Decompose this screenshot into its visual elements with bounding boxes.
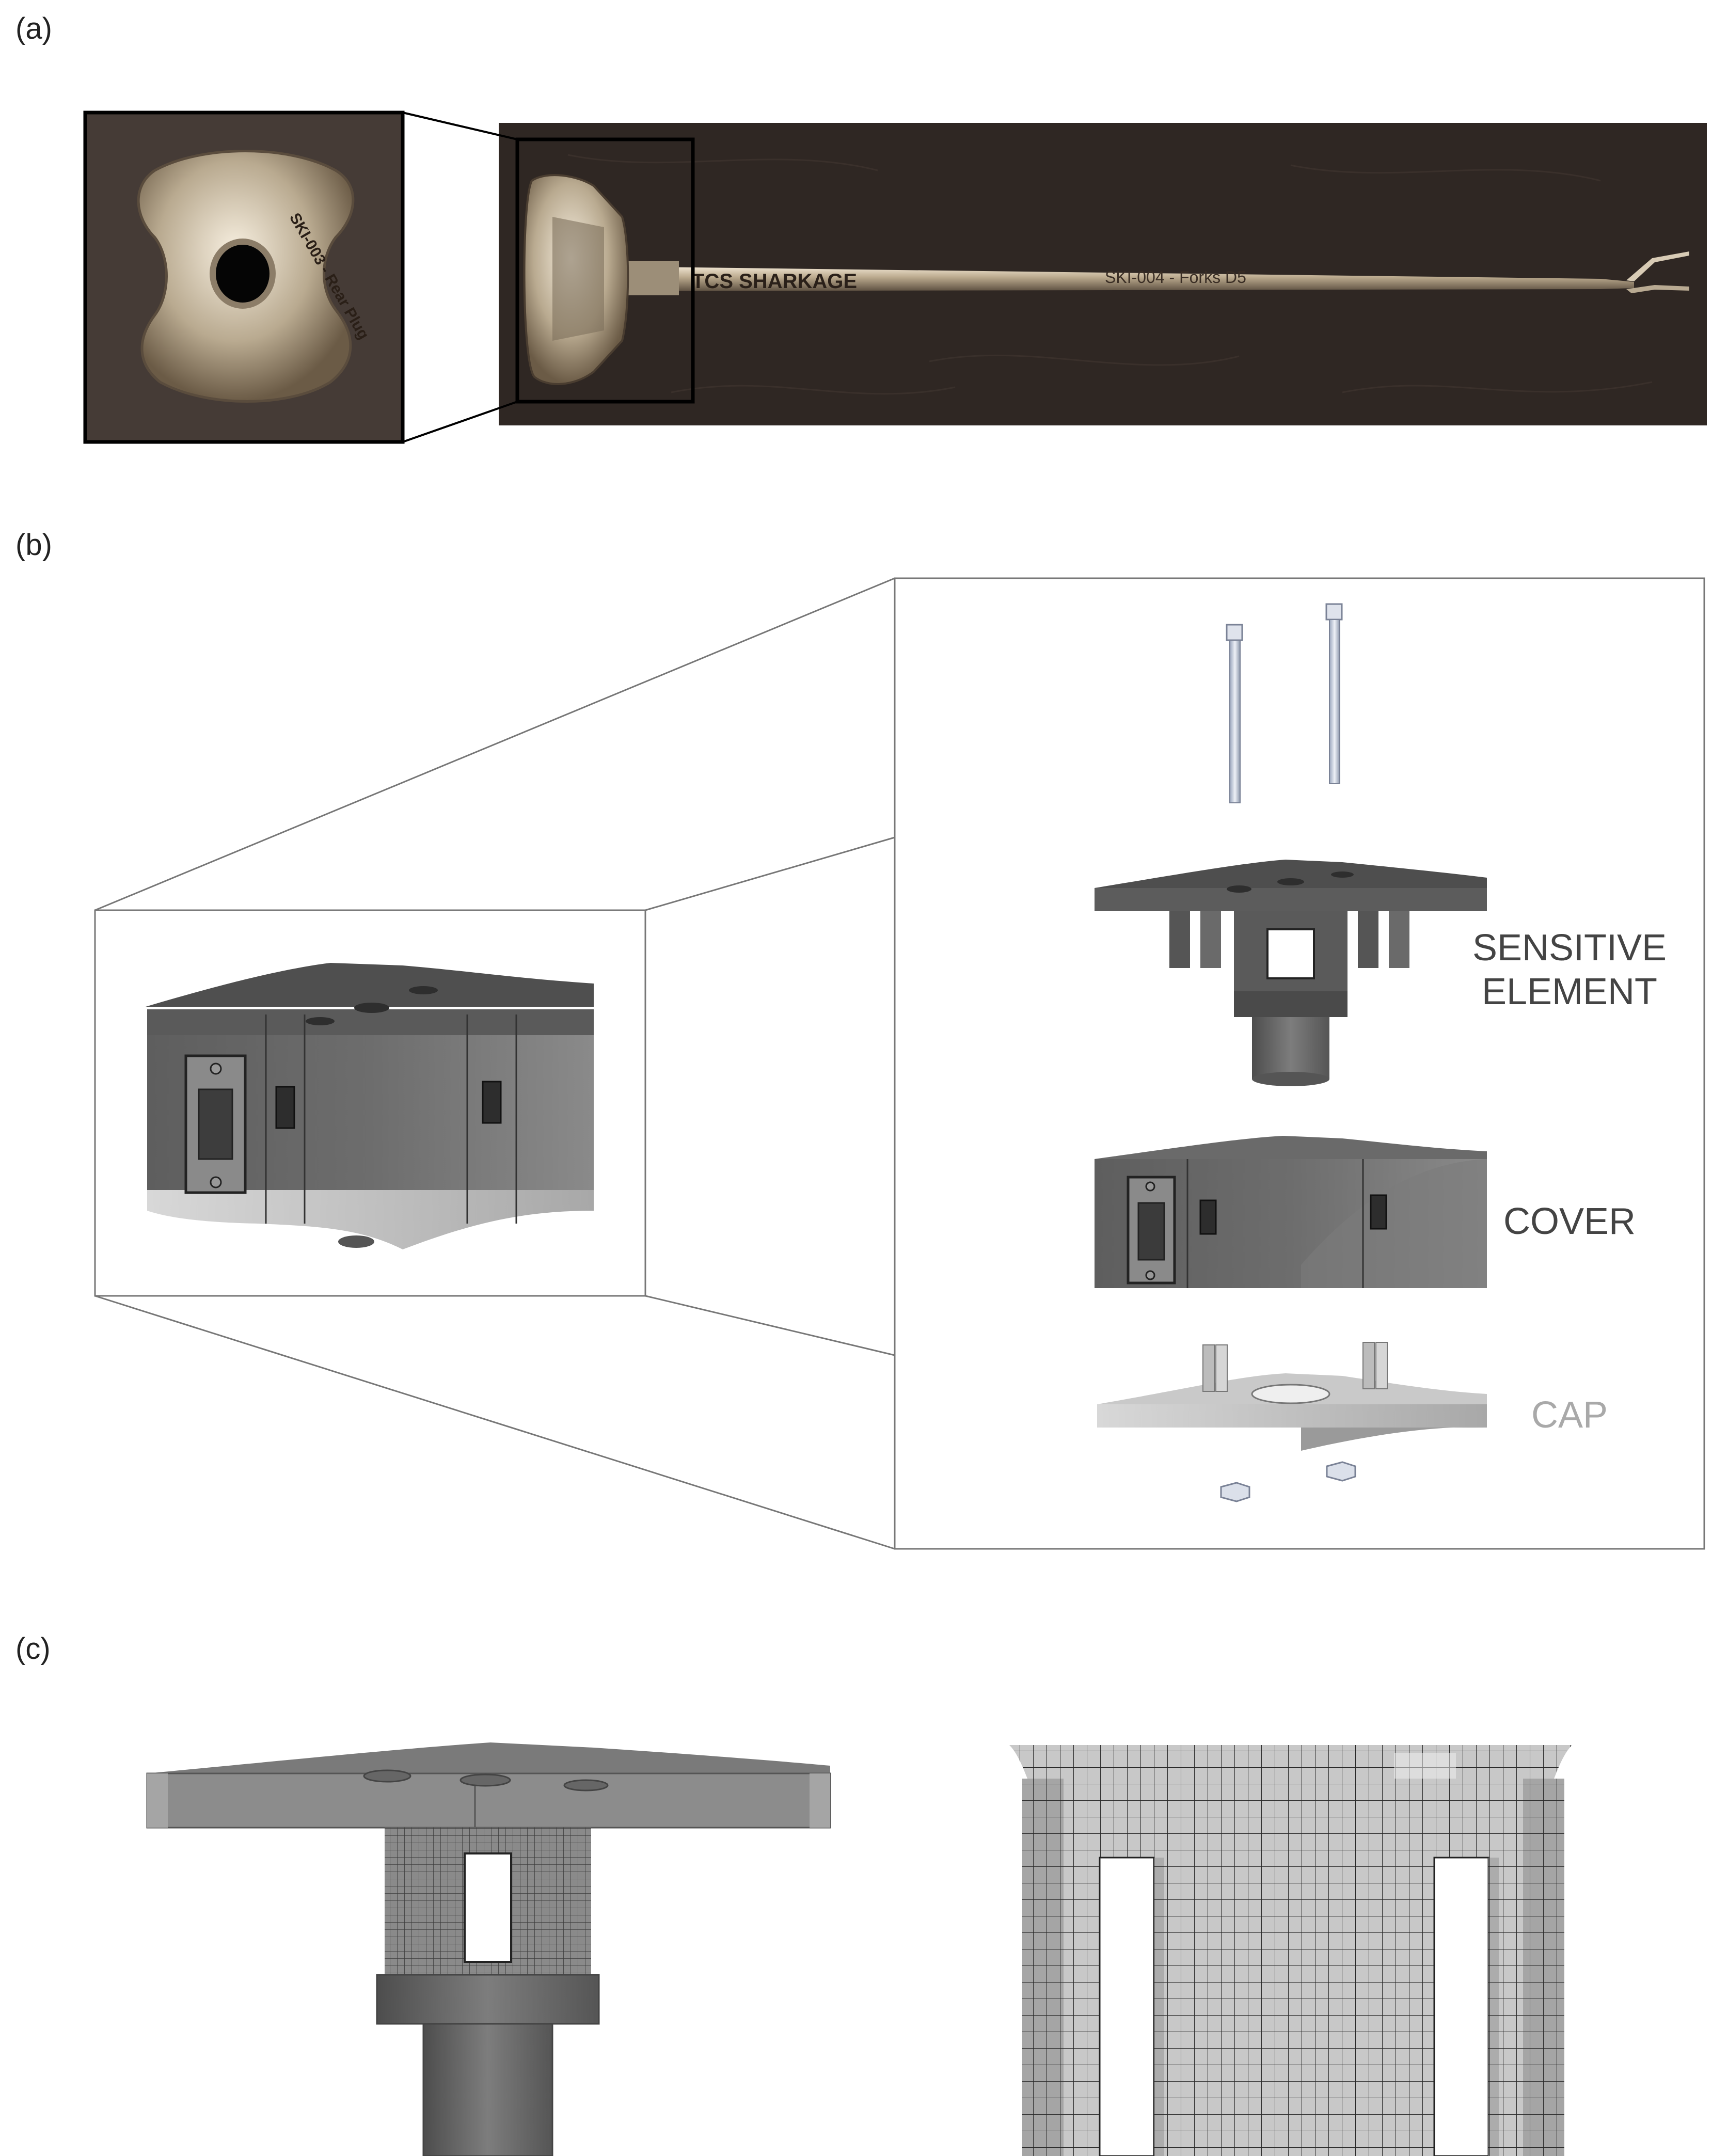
zoom-connector-top: [402, 112, 518, 140]
sensitive-element-part: [1095, 860, 1487, 1086]
nut-right: [1326, 1461, 1356, 1482]
mesh-rim: [1009, 1745, 1572, 1779]
tool-shaft: [612, 266, 1634, 291]
assembled-hole-right: [409, 986, 438, 994]
panel-label-c: (c): [15, 1632, 51, 1666]
screw-1-shaft: [1229, 640, 1241, 803]
panel-b: SENSITIVE ELEMENT COVER: [94, 577, 1705, 1550]
panel-label-b: (b): [15, 528, 52, 562]
assembled-slot-right: [482, 1081, 502, 1124]
assembled-device: [146, 963, 594, 1249]
shaft-brand-text: TCS SHARKAGE: [692, 270, 857, 293]
fe-model-left: [146, 1742, 831, 2156]
mesh-slot-right: [1433, 1857, 1489, 2156]
label-cover: COVER: [1503, 1201, 1636, 1242]
assembled-screw-bottom: [210, 1176, 222, 1188]
panel-c: [146, 1742, 1572, 2156]
assembled-cap: [147, 1190, 594, 1249]
screw-2-head: [1325, 603, 1343, 621]
assembled-bottom-boss: [338, 1235, 374, 1248]
assembled-top-edge: [147, 1009, 594, 1035]
assembled-hole-center: [354, 1003, 389, 1013]
label-sensitive-element-line2: ELEMENT: [1482, 971, 1657, 1012]
mesh-window: [464, 1852, 512, 1963]
assembled-hole-left: [306, 1017, 335, 1025]
shaft-code-text: SKI-004 - Forks D5: [1105, 268, 1246, 287]
assembled-top-plate: [146, 963, 594, 1007]
fork-tip-lower: [1626, 285, 1689, 293]
assembled-slot-left: [275, 1086, 295, 1129]
screw-2-shaft: [1329, 619, 1340, 784]
assembled-window-inner: [198, 1088, 233, 1160]
zoom-box-photo: [515, 137, 695, 404]
nut-left: [1220, 1482, 1250, 1502]
inset-knob-hole: [210, 239, 276, 309]
zoom-line-2: [645, 836, 895, 911]
label-cap: CAP: [1531, 1394, 1608, 1436]
zoom-connector-bottom: [402, 401, 518, 443]
mesh-slot-left: [1099, 1857, 1155, 2156]
knob-side-shadow: [552, 217, 604, 341]
panel-label-a: (a): [15, 12, 52, 45]
zoom-line-4: [94, 1295, 895, 1550]
panel-a-photo: TCS SHARKAGE SKI-004 - Forks D5 SKI-003 …: [83, 110, 1707, 444]
fe-model-right: [1009, 1745, 1572, 2156]
zoom-line-1: [94, 577, 895, 911]
fork-tip-upper: [1626, 251, 1689, 281]
screws: [1226, 603, 1343, 803]
screw-1-head: [1226, 624, 1243, 641]
cap-part: [1097, 1342, 1487, 1451]
leather-texture: [567, 154, 1653, 395]
cover-part: [1095, 1136, 1487, 1288]
assembled-screw-top: [210, 1063, 222, 1075]
zoom-line-3: [645, 1295, 895, 1356]
inset-frame: [83, 110, 405, 444]
label-sensitive-element-line1: SENSITIVE: [1472, 927, 1667, 969]
